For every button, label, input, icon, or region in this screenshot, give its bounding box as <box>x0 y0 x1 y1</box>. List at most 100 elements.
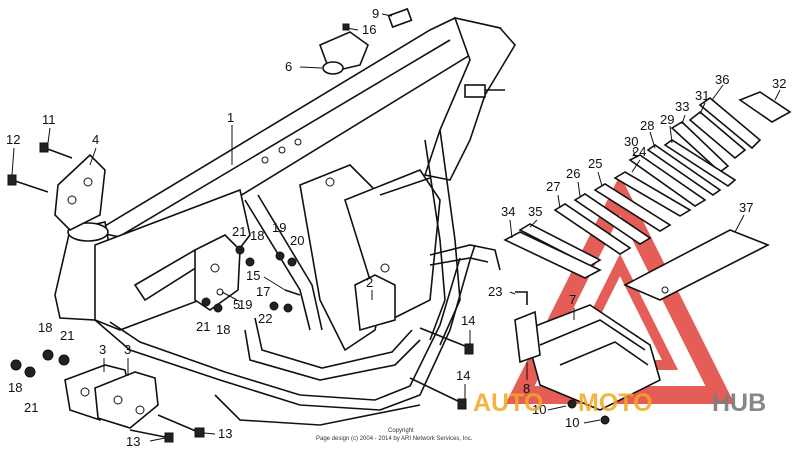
part-22-nut <box>283 303 293 313</box>
part-13-bolt-upper <box>157 414 199 433</box>
part-20-nut <box>287 257 297 267</box>
part-7-tool-tray <box>514 291 661 425</box>
leader <box>345 27 359 31</box>
callout-8: 8 <box>523 381 530 396</box>
part-18-nut-2 <box>213 303 223 313</box>
engine-cradle-2 <box>254 317 413 369</box>
callout-21: 21 <box>24 400 38 415</box>
callout-27: 27 <box>546 179 560 194</box>
frame-rear-loop <box>423 16 516 181</box>
frame-top-rail-edge <box>104 39 451 246</box>
part-8-damper <box>514 310 541 364</box>
callout-19: 19 <box>238 297 252 312</box>
part-10-screw-lower <box>600 415 610 425</box>
part-4-plate <box>54 153 106 231</box>
bag-grommet <box>661 286 669 294</box>
part-36-tool <box>698 96 762 150</box>
leader <box>89 147 97 166</box>
callout-16: 16 <box>362 22 376 37</box>
frame-hole <box>325 177 335 187</box>
mid-cross-tube <box>244 199 311 331</box>
part-26-wrench <box>573 193 652 245</box>
leader <box>547 405 567 411</box>
part-18-nut-3 <box>42 349 54 361</box>
callout-10: 10 <box>532 402 546 417</box>
wordmark-auto: AUTO <box>473 389 543 417</box>
callout-4: 4 <box>92 132 99 147</box>
part-10-screw-upper <box>567 399 577 409</box>
callout-15: 15 <box>246 268 260 283</box>
callout-12: 12 <box>6 132 20 147</box>
part-5-plate <box>194 234 241 311</box>
callout-35: 35 <box>528 204 542 219</box>
part-19-washer <box>275 251 285 261</box>
callout-labels: 1 2 3 3 4 5 6 7 8 9 10 10 11 12 13 13 14… <box>6 6 786 449</box>
bolt-head <box>164 432 174 443</box>
part-11-bolt <box>44 147 73 159</box>
callout-23: 23 <box>488 284 502 299</box>
leader <box>577 181 581 197</box>
copyright-line-2: Page design (c) 2004 - 2014 by ARI Netwo… <box>316 436 473 442</box>
leader <box>774 89 781 101</box>
cradle-lower-tube-inner <box>109 257 461 401</box>
part-21-nut-4 <box>24 366 36 378</box>
tray-body <box>524 304 661 411</box>
leader <box>631 159 641 173</box>
leader <box>669 125 673 144</box>
latch-knob <box>322 61 344 75</box>
center-ridge <box>379 177 431 196</box>
callout-24: 24 <box>632 144 646 159</box>
frame-rear-bracket <box>464 84 486 98</box>
bolt-head <box>7 174 17 186</box>
tray-edge-2 <box>559 341 649 366</box>
plate-hole <box>83 177 93 187</box>
part-14-bolt-lower <box>409 377 463 404</box>
part-12-bolt <box>11 179 49 193</box>
leader <box>381 13 393 17</box>
frame-hole <box>278 146 286 154</box>
leader <box>221 291 238 301</box>
leader <box>509 291 516 295</box>
rear-fork-tube <box>429 244 501 271</box>
leader <box>47 127 51 144</box>
bolt-head <box>464 343 474 355</box>
callout-10: 10 <box>565 415 579 430</box>
callout-13: 13 <box>126 434 140 449</box>
bolt-head <box>457 398 467 410</box>
leader <box>263 276 286 291</box>
part-19-washer-2 <box>269 301 279 311</box>
callout-28: 28 <box>640 118 654 133</box>
wordmark-moto: MOTO <box>578 389 653 417</box>
callout-1: 1 <box>227 110 234 125</box>
callout-30: 30 <box>624 134 638 149</box>
leader <box>11 147 15 176</box>
part-30-pliers <box>628 154 707 207</box>
tray-edge <box>539 319 646 351</box>
part-24-wrench <box>613 171 692 217</box>
engine-cradle <box>244 329 421 381</box>
part-33-tool <box>670 120 730 174</box>
callout-17: 17 <box>256 284 270 299</box>
tool-kit <box>503 91 792 301</box>
callout-14: 14 <box>461 313 475 328</box>
bolt-head <box>194 427 205 438</box>
leader <box>299 66 323 69</box>
part-14-bolt-upper <box>419 327 471 349</box>
callout-20: 20 <box>290 233 304 248</box>
leader <box>597 171 603 187</box>
part-31-wrench <box>688 110 747 160</box>
callout-21: 21 <box>196 319 210 334</box>
part-37-tool-bag-cover <box>623 229 770 301</box>
callout-9: 9 <box>372 6 379 21</box>
leader <box>583 419 601 424</box>
part-18-nut-4 <box>10 359 22 371</box>
leader <box>711 84 724 101</box>
callout-18: 18 <box>216 322 230 337</box>
callout-37: 37 <box>739 200 753 215</box>
plate-hole <box>113 395 123 405</box>
callout-18: 18 <box>8 380 22 395</box>
leader <box>734 214 745 233</box>
part-27-wrench <box>553 203 632 255</box>
